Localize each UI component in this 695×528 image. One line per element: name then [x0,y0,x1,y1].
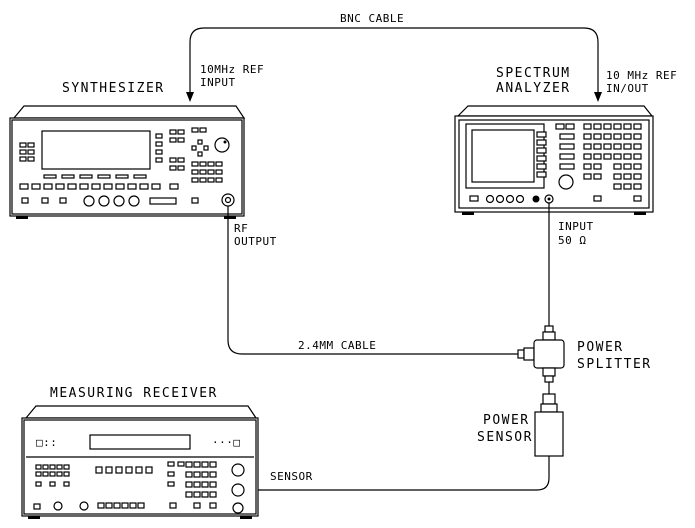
analyzer-screen [471,129,535,183]
power-sensor-label-line1: POWER [483,413,530,428]
analyzer-knob [558,174,574,190]
ref-inout-label-line2: IN/OUT [606,82,649,95]
synthesizer-display [41,130,151,170]
power-splitter-label-line2: SPLITTER [577,357,652,372]
ref-input-label-line2: INPUT [200,76,236,89]
analyzer-input-label-line1: INPUT [558,220,594,233]
sensor-port-label: SENSOR [270,470,313,483]
measuring-receiver: □:: ···□ [21,405,259,519]
measuring-receiver-label: MEASURING RECEIVER [50,386,218,401]
cable-24mm [227,203,550,355]
bnc-cable-label: BNC CABLE [340,12,404,25]
spectrum-analyzer-label-line2: ANALYZER [496,81,571,96]
receiver-sensor-connector [231,483,245,497]
rf-output-label-line1: RF [234,222,248,235]
power-sensor-label-line2: SENSOR [477,430,533,445]
analyzer-input-label-line2: 50 Ω [558,234,587,247]
receiver-display-right-text: ···□ [212,436,241,449]
power-splitter [517,325,565,394]
cable-24mm-label: 2.4MM CABLE [298,339,376,352]
synthesizer [9,105,246,219]
sensor-cable [238,456,550,491]
receiver-display [89,434,191,450]
ref-input-label-line1: 10MHz REF [200,63,264,76]
rf-output-label-line2: OUTPUT [234,235,277,248]
power-splitter-label-line1: POWER [577,340,624,355]
power-sensor [534,393,564,457]
spectrum-analyzer-label-line1: SPECTRUM [496,66,571,81]
bnc-cable [186,27,602,102]
spectrum-analyzer [454,105,654,215]
receiver-display-left-text: □:: [36,436,57,449]
synthesizer-knob [214,137,230,153]
ref-inout-label-line1: 10 MHz REF [606,69,677,82]
synthesizer-label: SYNTHESIZER [62,81,165,96]
